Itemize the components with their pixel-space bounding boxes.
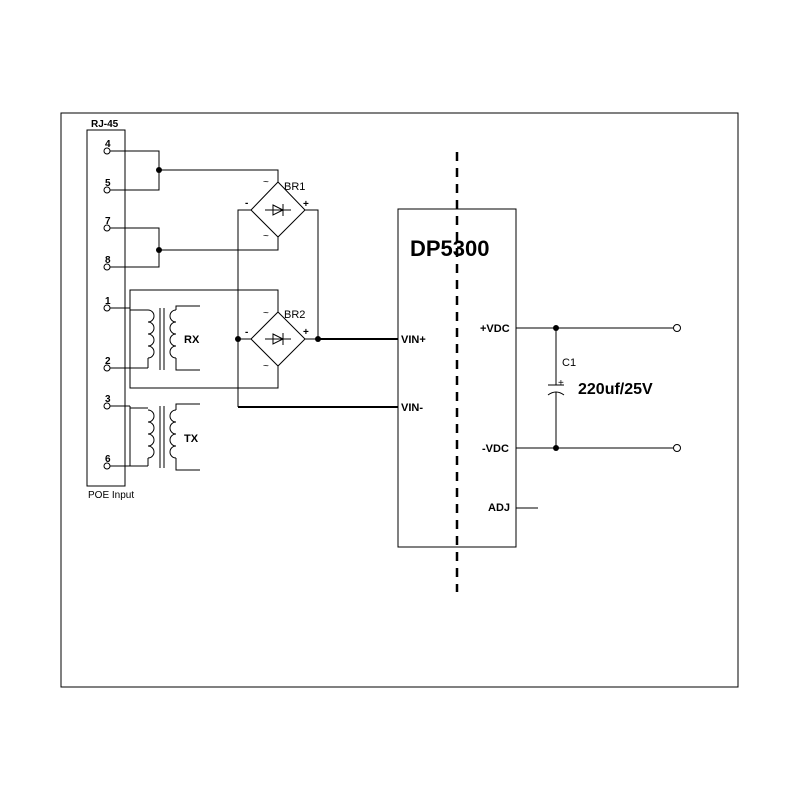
br1-name: BR1 [284, 181, 305, 193]
rx-transformer: RX [130, 305, 200, 371]
pin-vin-neg: VIN- [401, 402, 423, 414]
rx-label: RX [184, 334, 200, 346]
br1-ac-top: ~ [263, 177, 269, 188]
br2-name: BR2 [284, 309, 305, 321]
bridge-rectifier-br1: BR1 ~ ~ - + [245, 177, 309, 242]
capacitor-c1: + C1 220uf/25V [547, 328, 653, 448]
tx-transformer: TX [130, 403, 200, 471]
capacitor-value: 220uf/25V [578, 381, 653, 398]
rj45-title: RJ-45 [91, 119, 119, 130]
data-pair-wiring [110, 289, 279, 467]
br2-pos: + [303, 327, 309, 338]
diagram-frame [60, 112, 739, 688]
pin-1-number: 1 [105, 296, 111, 307]
svg-text:+: + [558, 378, 564, 389]
br2-neg: - [245, 327, 248, 338]
pin-vin-pos: VIN+ [401, 334, 426, 346]
pin-3-number: 3 [105, 394, 111, 405]
pin-2-number: 2 [105, 356, 111, 367]
tx-label: TX [184, 433, 199, 445]
pin-7-number: 7 [105, 216, 111, 227]
pin-6-number: 6 [105, 454, 111, 465]
pin-4-number: 4 [105, 139, 111, 150]
spare-pair-wiring [110, 150, 279, 268]
module-name: DP5300 [410, 236, 490, 261]
output-pos-terminal [673, 324, 681, 332]
br1-pos: + [303, 199, 309, 210]
br2-ac-top: ~ [263, 308, 269, 319]
output-wiring [516, 324, 681, 452]
capacitor-ref: C1 [562, 357, 576, 369]
pin-8-number: 8 [105, 255, 111, 266]
br1-ac-bottom: ~ [263, 231, 269, 242]
pin-vdc-pos: +VDC [480, 323, 510, 335]
bridge-rectifier-br2: BR2 ~ ~ - + [245, 308, 309, 372]
pin-vdc-neg: -VDC [482, 443, 509, 455]
br1-neg: - [245, 198, 248, 209]
br2-ac-bottom: ~ [263, 361, 269, 372]
bridge-dc-wiring [235, 209, 398, 408]
pin-5-number: 5 [105, 178, 111, 189]
output-neg-terminal [673, 444, 681, 452]
rj45-connector: RJ-45 POE Input 4 5 7 8 1 2 3 6 [86, 119, 134, 501]
rj45-footer: POE Input [88, 490, 134, 501]
dp5300-module: DP5300 VIN+ VIN- +VDC -VDC ADJ [397, 208, 538, 548]
pin-adj: ADJ [488, 502, 510, 514]
